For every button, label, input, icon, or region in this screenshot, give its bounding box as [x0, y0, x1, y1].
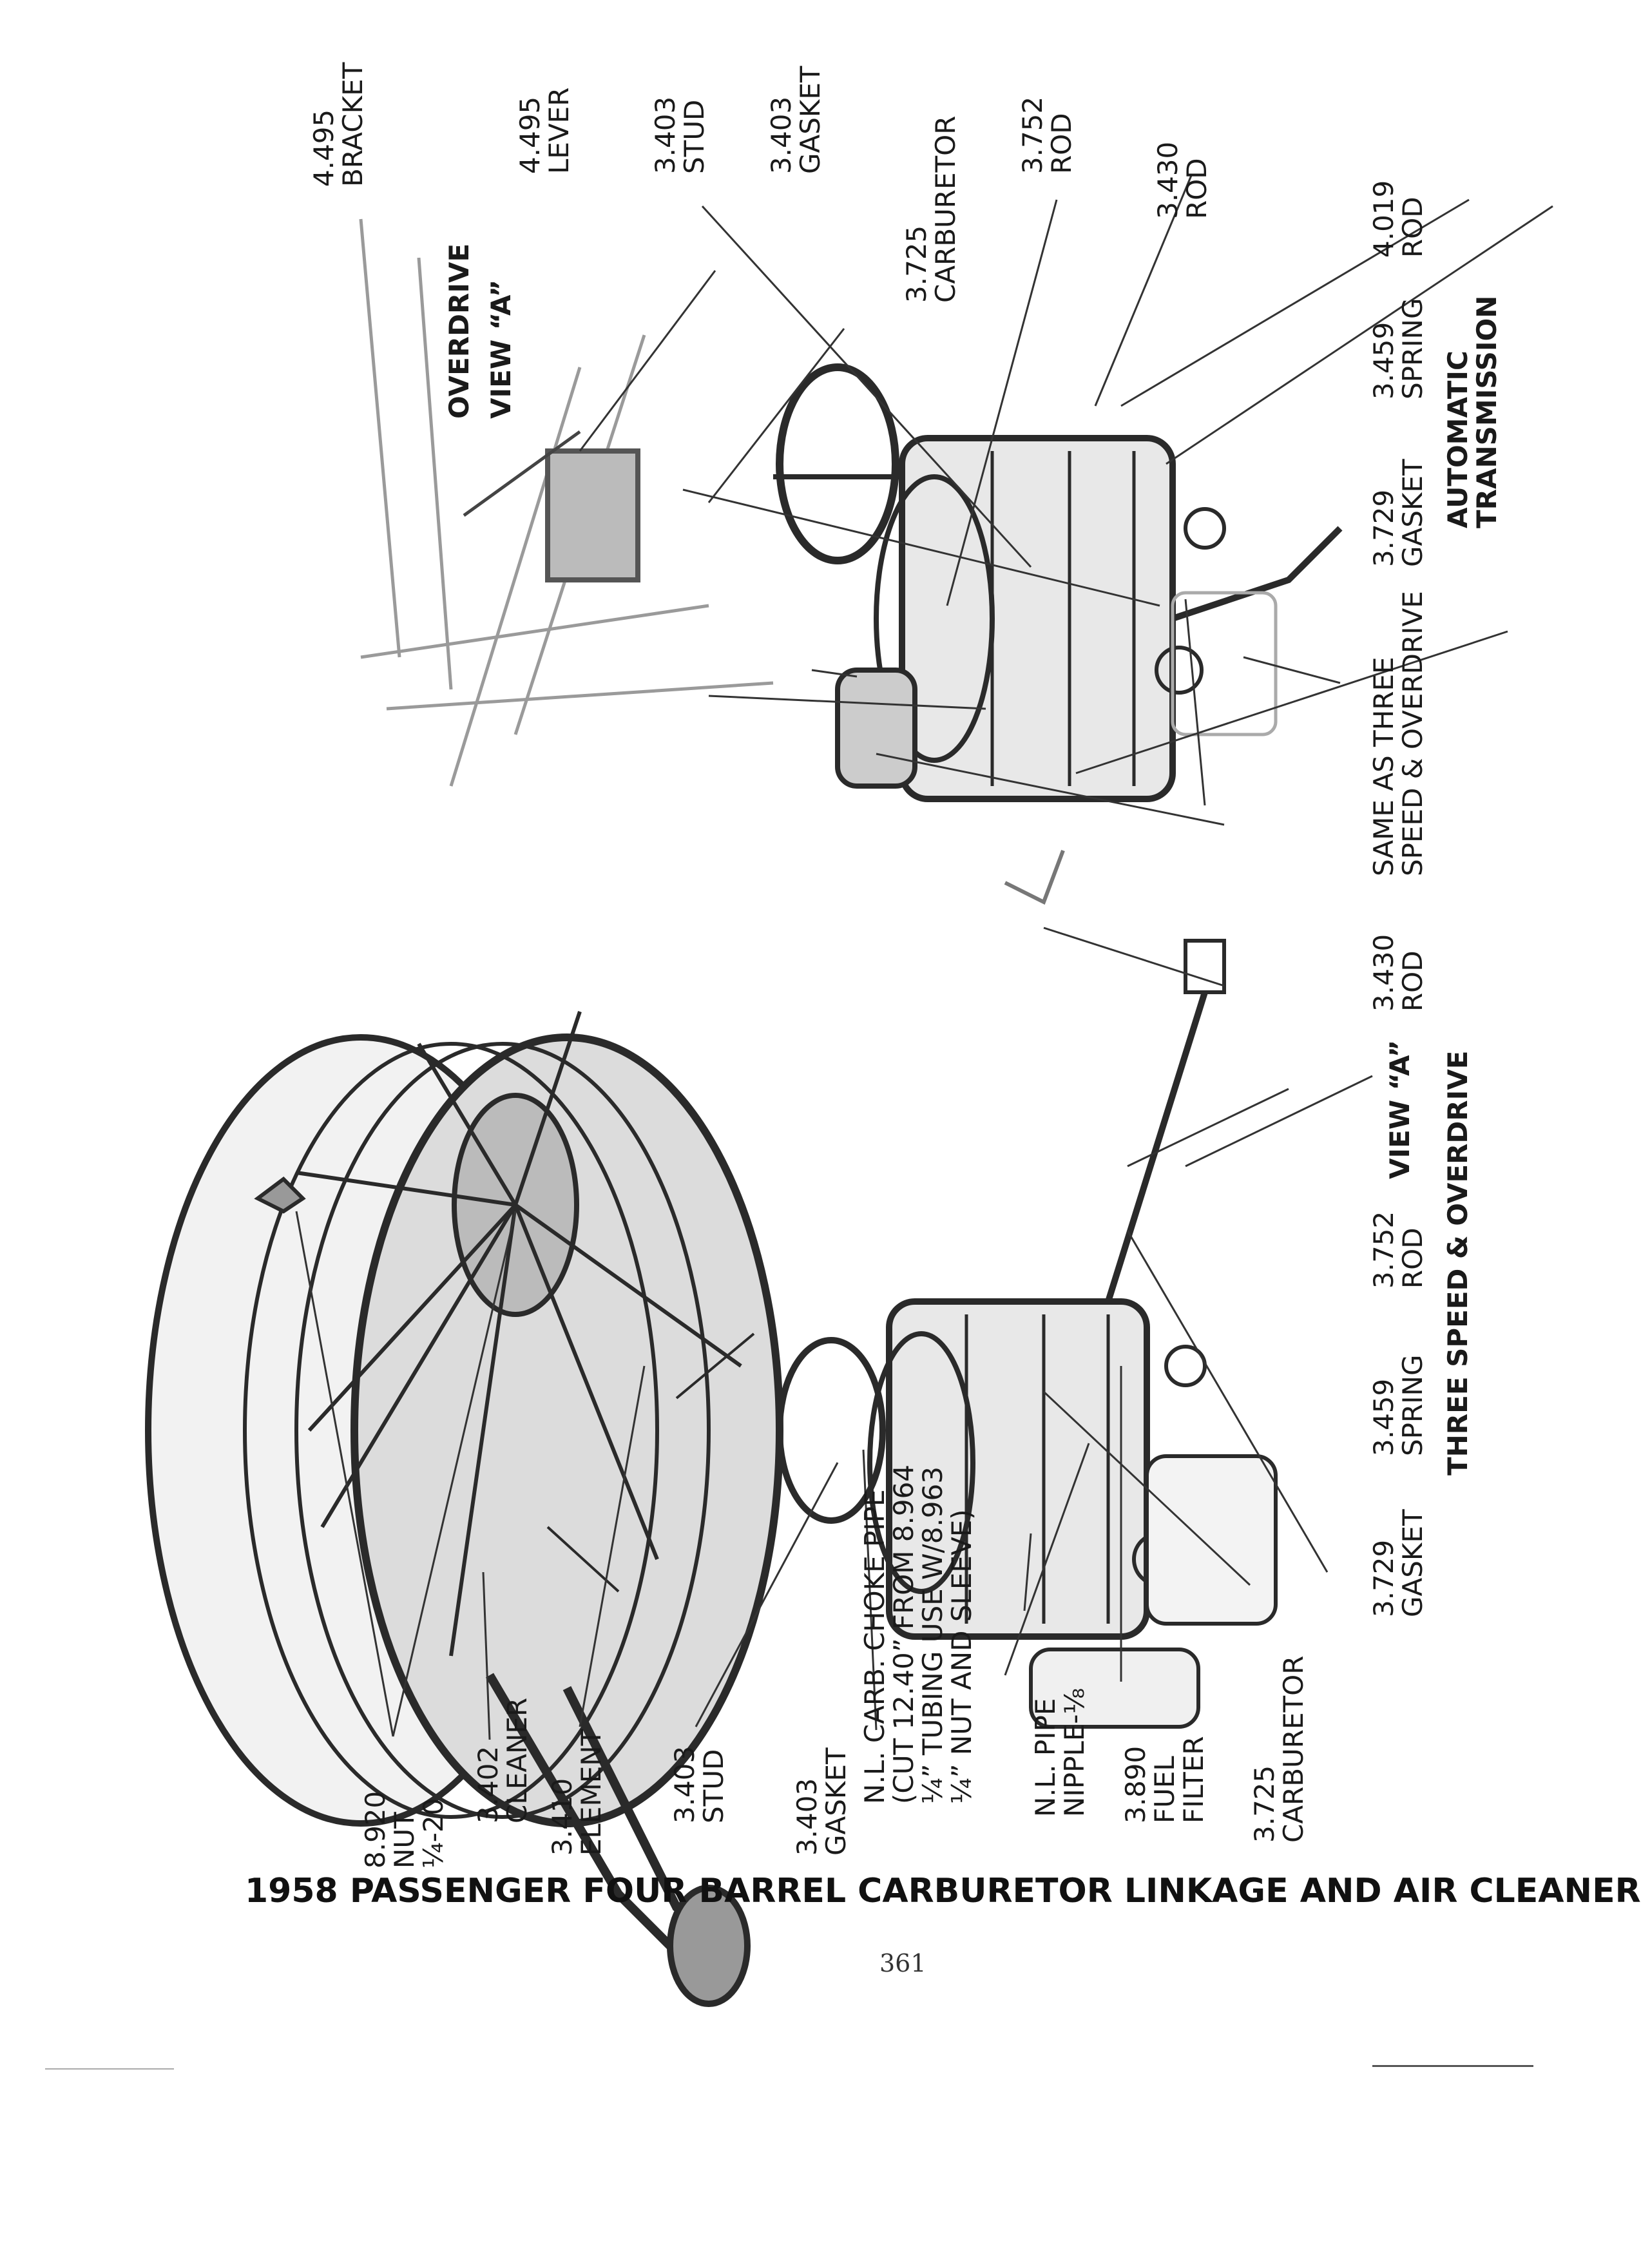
leader-lines	[295, 173, 1553, 1740]
scan-mark-left	[45, 2068, 174, 2070]
carburetor-left-illustration	[867, 939, 1278, 1729]
label-three-speed-overdrive: THREE SPEED & OVERDRIVE	[1442, 1050, 1473, 1475]
gasket-left-illustration	[776, 1337, 886, 1524]
callout-choke-pipe: N.L. CARB. CHOKE PIPE(CUT 12.40” FROM 8.…	[859, 1464, 977, 1804]
air-cleaner-illustration	[145, 1011, 783, 2007]
scan-mark-right	[1372, 2065, 1533, 2067]
page-title-horizontal: 1958 PASSENGER FOUR BARREL CARBURETOR LI…	[245, 1872, 1641, 1910]
overdrive-view-illustration	[359, 218, 774, 787]
gasket-right-illustration	[776, 363, 899, 564]
carburetor-right-illustration	[835, 435, 1343, 905]
label-view-a-left: VIEW “A”	[1384, 1039, 1415, 1179]
page-number: 361	[879, 1949, 926, 1977]
